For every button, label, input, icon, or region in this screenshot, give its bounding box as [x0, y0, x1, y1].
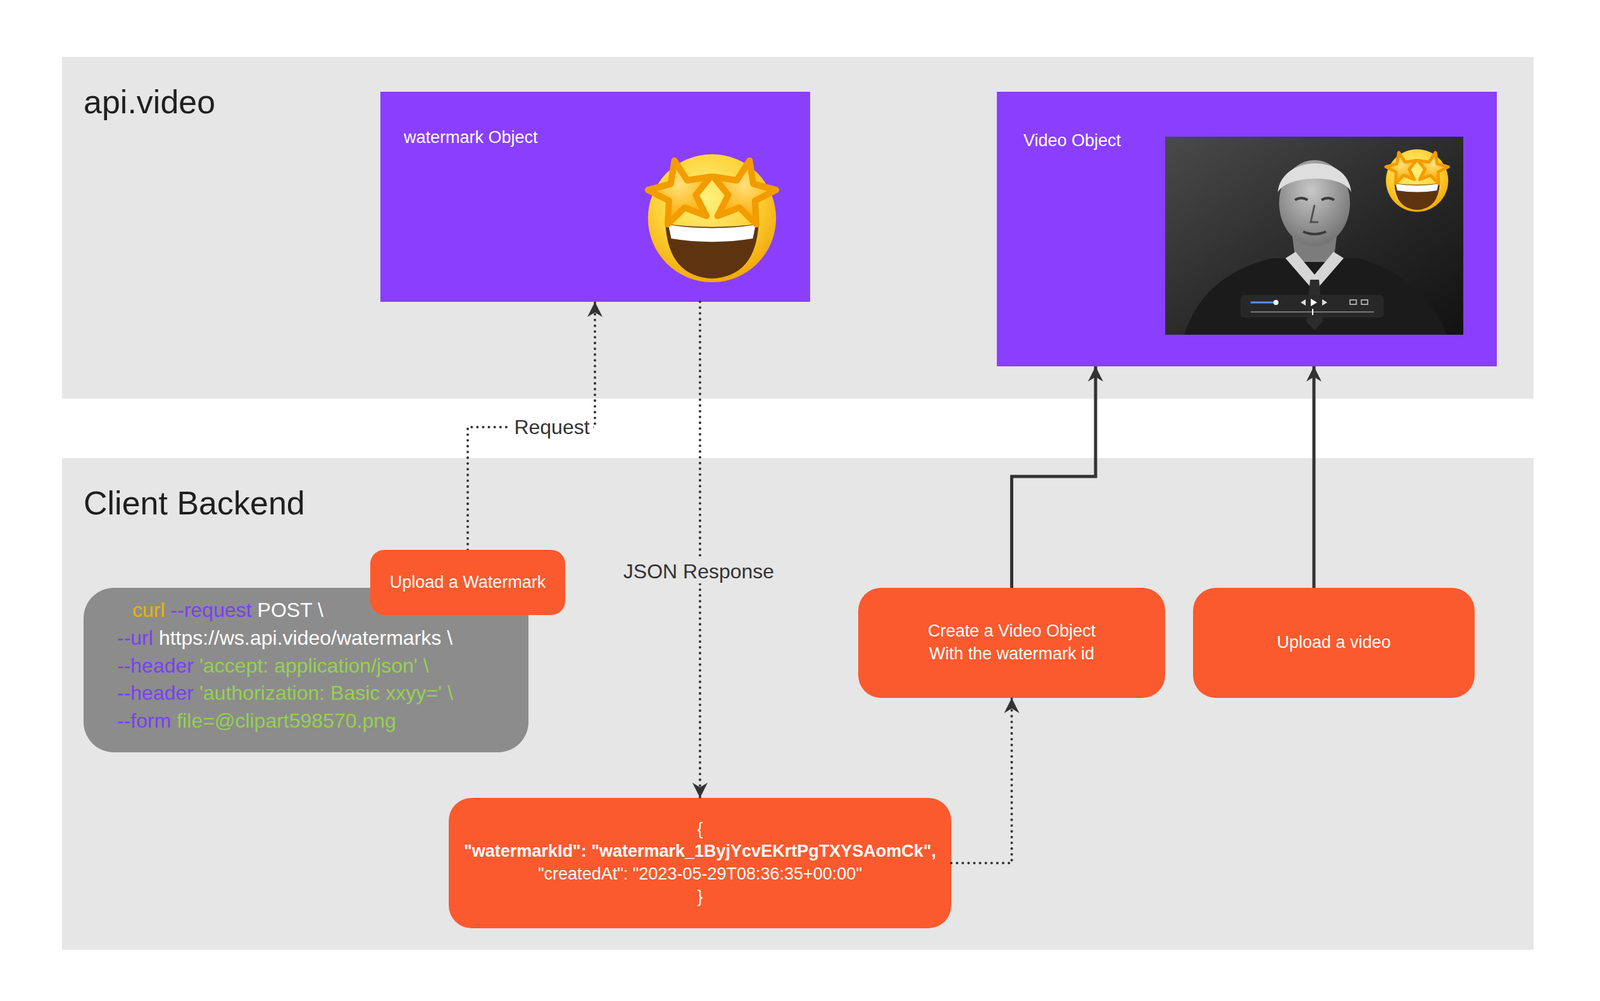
code-line: --header'accept: application/json' \ [117, 653, 435, 679]
object-box: watermark Object [380, 91, 811, 302]
system-band: api.video watermark Object Video Object [62, 56, 1534, 399]
json-line: } [696, 886, 703, 909]
solid-arrow [1012, 366, 1097, 588]
edge-label: JSON Response [619, 559, 778, 584]
band-title: api.video [83, 82, 216, 122]
box-title: Video Object [1023, 130, 1121, 151]
object-box: Video Object [996, 91, 1497, 367]
code-line: curl--requestPOST \ [132, 597, 330, 623]
solid-arrow [1312, 366, 1316, 588]
json-line: "createdAt": "2023-05-29T08:36:35+00:00" [537, 863, 863, 887]
code-token: https://ws.api.video/watermarks \ [158, 626, 453, 650]
dotted-arrow [467, 301, 595, 550]
code-token: --header [117, 654, 194, 678]
dotted-arrow [951, 698, 1013, 864]
code-token: 'accept: application/json' \ [199, 654, 430, 678]
code-token: --url [117, 626, 154, 650]
code-line: --formfile=@clipart598570.png [117, 708, 402, 734]
box-label: Upload a Watermark [389, 571, 547, 595]
code-token: --header [117, 681, 194, 705]
dotted-arrow [698, 301, 702, 799]
code-token: --request [170, 598, 252, 622]
box-label: Upload a video [1276, 631, 1391, 655]
video-still [1165, 136, 1464, 335]
code-token: 'authorization: Basic xxyy=' \ [199, 681, 454, 705]
box-label: Create a Video Object With the watermark… [913, 620, 1111, 666]
response-box: {"watermarkId": "watermark_1ByjYcvEKrtPg… [448, 798, 952, 929]
code-line: --header'authorization: Basic xxyy=' \ [117, 680, 459, 706]
code-token: file=@clipart598570.png [176, 709, 397, 733]
process-box: Upload a video [1193, 587, 1475, 699]
edge-label: Request [510, 415, 594, 440]
code-token: POST \ [257, 598, 324, 622]
process-box: Create a Video Object With the watermark… [858, 587, 1166, 699]
code-token: curl [132, 598, 166, 622]
process-box: Upload a Watermark [370, 550, 566, 616]
emoji-illustration [639, 141, 785, 287]
band-title: Client Backend [83, 483, 306, 523]
json-line: "watermarkId": "watermark_1ByjYcvEKrtPgT… [463, 840, 937, 864]
json-line: { [696, 818, 703, 842]
box-title: watermark Object [403, 127, 538, 148]
code-line: --urlhttps://ws.api.video/watermarks \ [117, 625, 459, 651]
code-token: --form [117, 709, 171, 733]
system-band: Client BackendUpload a Watermark curl--re… [62, 458, 1534, 950]
